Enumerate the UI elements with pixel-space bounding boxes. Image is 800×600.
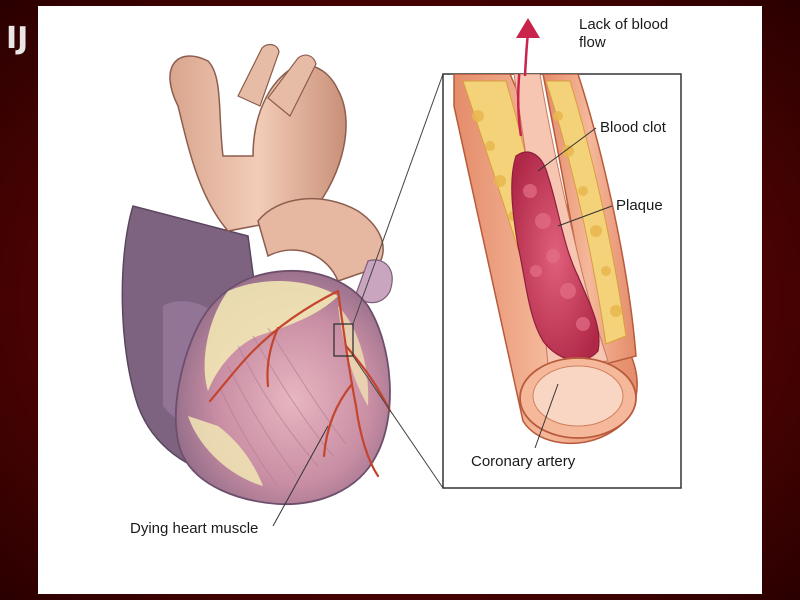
zoom-connector-lines (352, 73, 444, 489)
zoom-source-box (333, 323, 354, 357)
slide-panel: Lack of blood flow Blood clot Plaque Cor… (38, 6, 762, 594)
blood-flow-arrow (516, 74, 523, 137)
logo-mark: IJ (6, 21, 29, 56)
artery-cross-section (453, 74, 638, 444)
dying-heart-muscle-label: Dying heart muscle (130, 520, 259, 537)
coronary-artery-label: Coronary artery (471, 453, 576, 470)
label-leader-lines (272, 127, 613, 527)
heart (121, 43, 393, 506)
lack-of-blood-flow-label: Lack of blood flow (579, 16, 669, 51)
blood-clot-label: Blood clot (600, 119, 666, 136)
heart-attack-illustration (121, 18, 682, 527)
plaque-label: Plaque (616, 197, 663, 214)
blood-flow-arrowhead (516, 18, 540, 77)
